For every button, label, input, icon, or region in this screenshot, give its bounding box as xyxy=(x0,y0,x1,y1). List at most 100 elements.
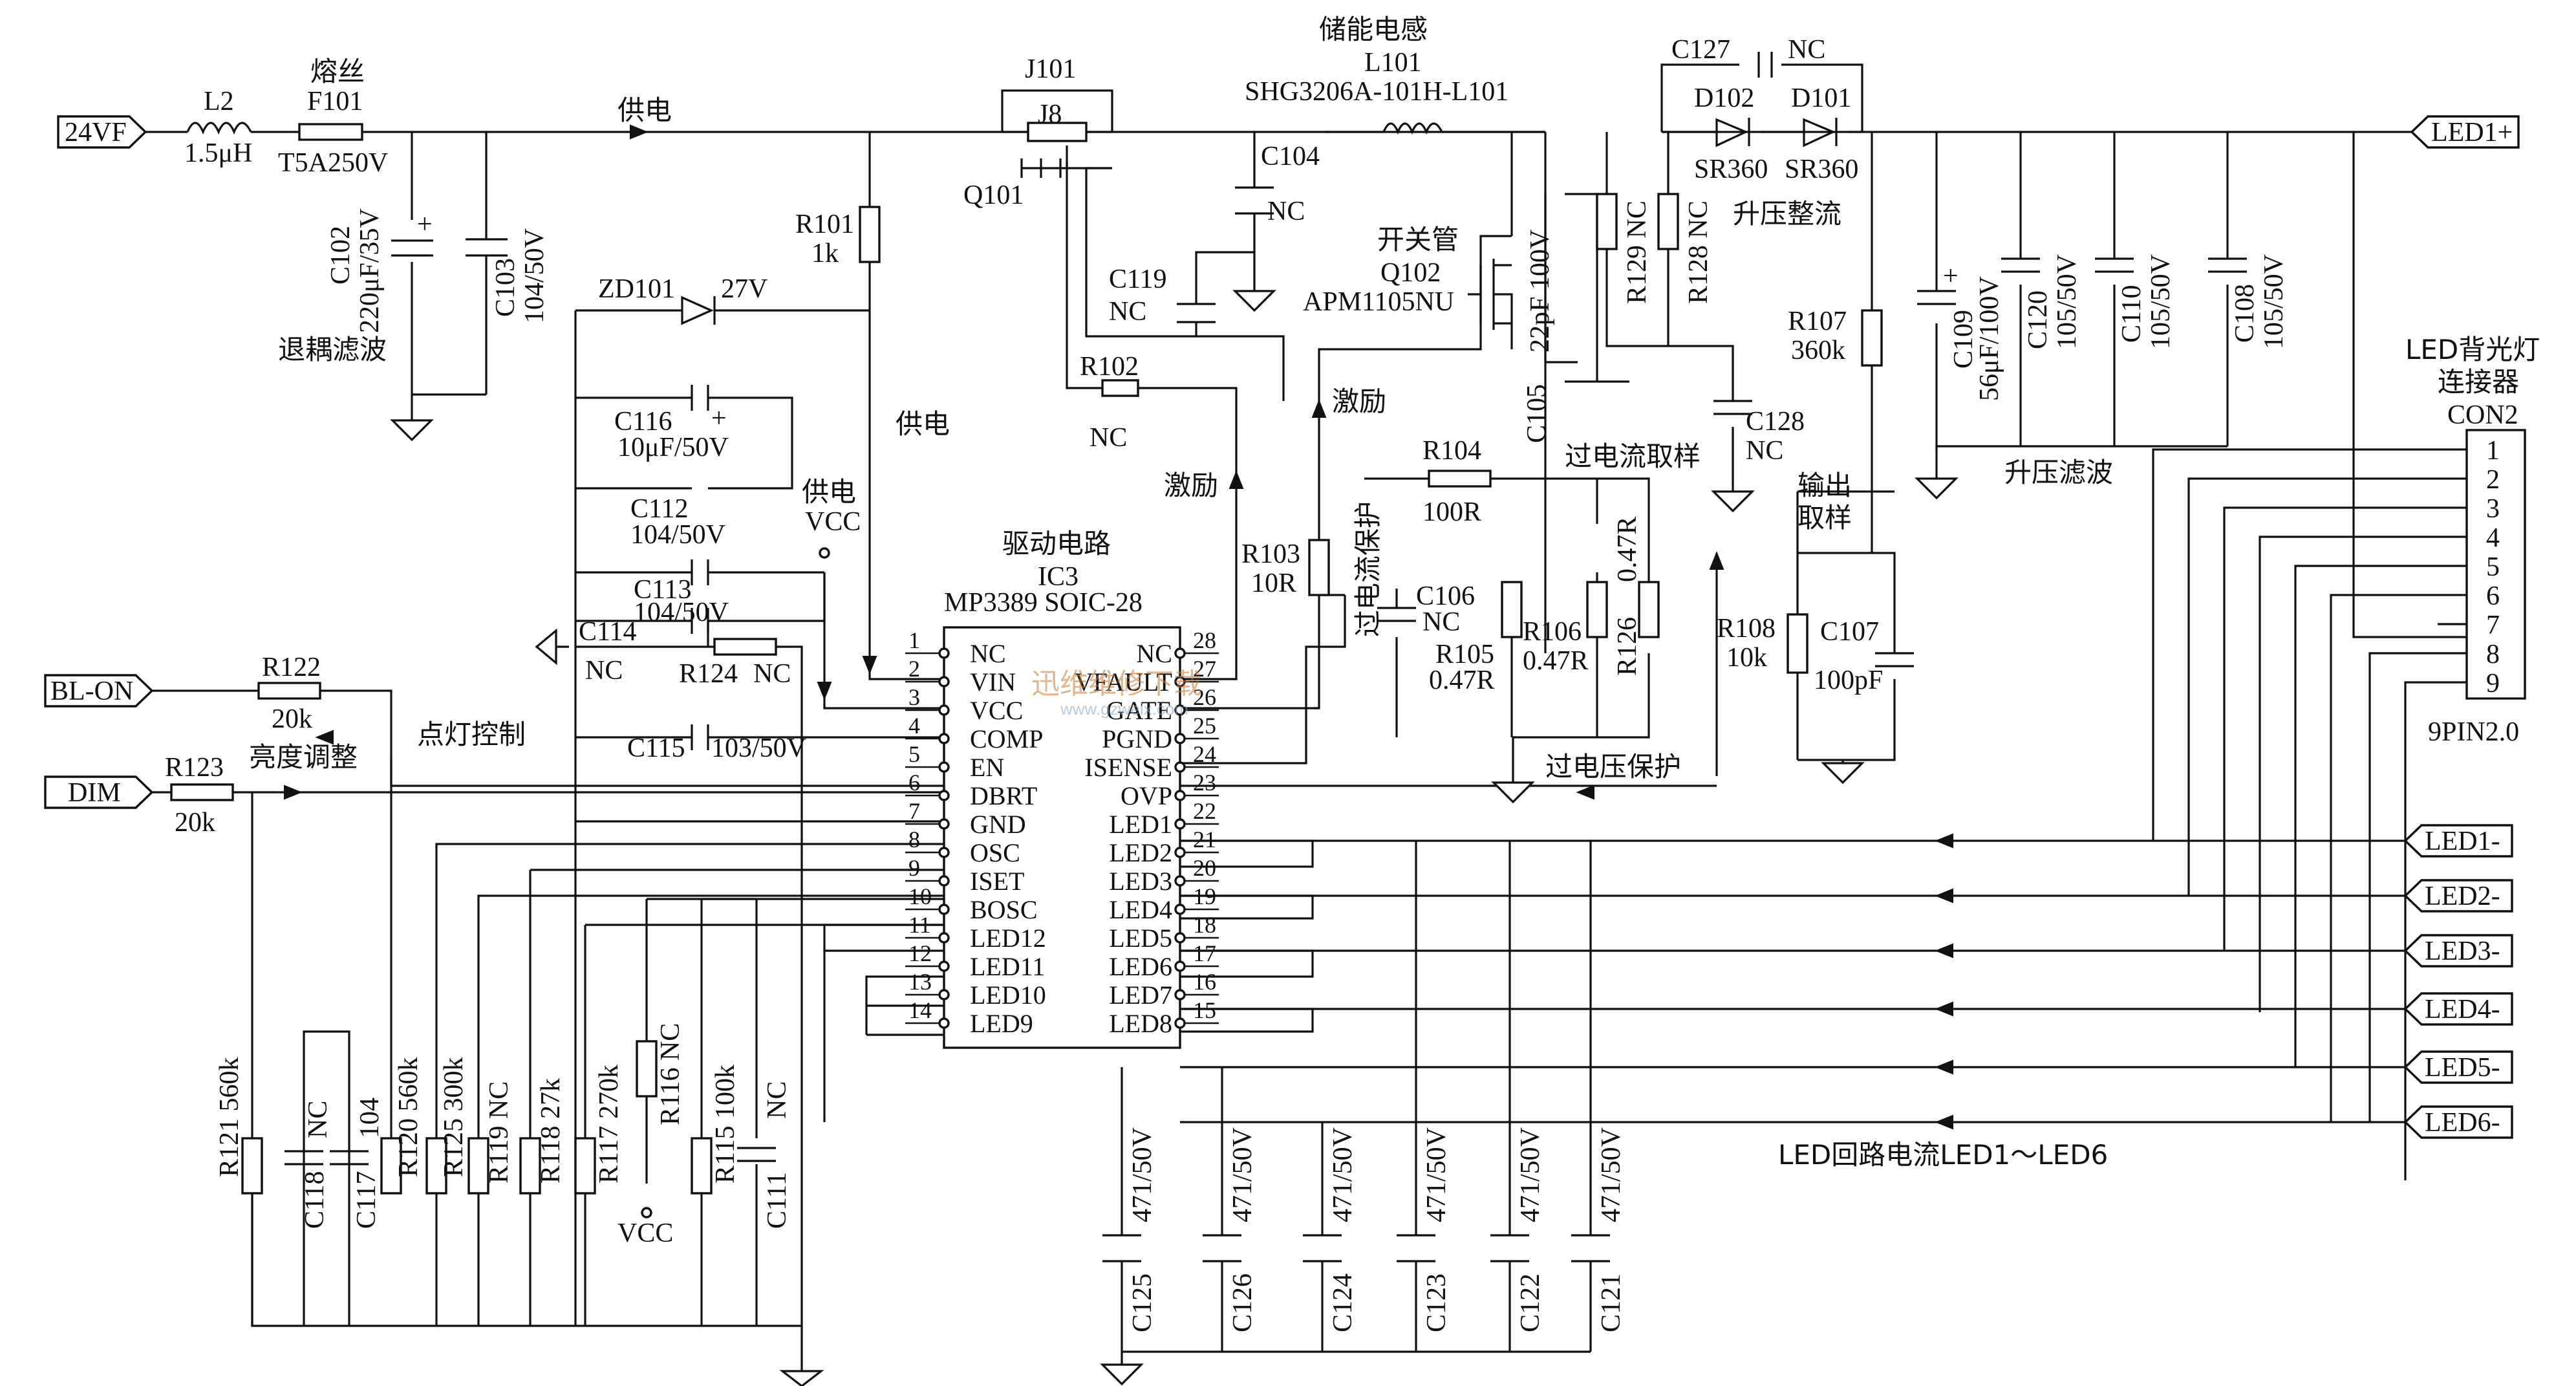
r104-value: 100R xyxy=(1422,497,1481,527)
f101-value: T5A250V xyxy=(278,148,388,178)
r128-label: R128 NC xyxy=(1684,200,1713,304)
r117-label: R117 270k xyxy=(594,1065,624,1184)
supply-note-mid: 供电 xyxy=(896,408,950,440)
ic-right-pin-dot-16 xyxy=(1174,989,1186,1001)
r102-ref: R102 xyxy=(1080,352,1139,382)
ic-right-pin-num: 22 xyxy=(1193,798,1216,824)
ic-left-pin-dot-6 xyxy=(938,790,950,801)
r122-value: 20k xyxy=(272,704,312,734)
ic-left-pin-num: 1 xyxy=(908,627,920,653)
ic-right-pin-name: LED4 xyxy=(1109,895,1172,924)
r123-ref: R123 xyxy=(165,753,224,783)
signal-arrows xyxy=(284,124,1953,1130)
ic-right-pin-name: LED1 xyxy=(1109,810,1172,839)
ic-right-pin-num: 25 xyxy=(1193,713,1216,739)
ic-right-pin-name: LED6 xyxy=(1109,952,1172,981)
ic-left-pin-dot-5 xyxy=(938,761,950,773)
r104-resistor xyxy=(1428,470,1492,488)
c127-ref: C127 xyxy=(1671,35,1730,65)
c128-ref: C128 xyxy=(1746,407,1805,437)
ic-right-pin-num: 19 xyxy=(1193,883,1216,909)
light-control-note: 点灯控制 xyxy=(417,719,526,750)
vcc-bottom-label: VCC xyxy=(617,1218,673,1248)
boost-rectify-note: 升压整流 xyxy=(1733,198,1841,230)
ic-ref: IC3 xyxy=(1038,562,1079,592)
ic-right-pin-dot-21 xyxy=(1174,847,1186,858)
r115-label: R115 100k xyxy=(711,1065,740,1184)
con2-connector xyxy=(2465,429,2526,700)
c120-value: 105/50V xyxy=(2052,254,2082,349)
r119-label: R119 NC xyxy=(484,1081,514,1184)
ic-left-pin-dot-12 xyxy=(938,960,950,972)
r105-resistor xyxy=(1501,581,1523,638)
c126-ref: C126 xyxy=(1228,1273,1258,1332)
con2-pin-label: 5 xyxy=(2486,552,2500,582)
port-dim-label: DIM xyxy=(68,778,121,808)
c125-value: 471/50V xyxy=(1128,1127,1157,1222)
con2-pin-label: 2 xyxy=(2486,465,2500,495)
c102-ref: C102 xyxy=(326,226,356,285)
port-bl-on-flag xyxy=(44,674,154,708)
r120-label: R120 560k xyxy=(394,1057,424,1177)
watermark-url: www.gzweix.com xyxy=(1060,699,1188,719)
c111-capacitor xyxy=(737,1147,776,1162)
c118-value: NC xyxy=(303,1101,333,1138)
c121-capacitor xyxy=(1571,1234,1610,1262)
ic-part: MP3389 SOIC-28 xyxy=(944,588,1143,618)
c113-ref: C113 xyxy=(634,575,691,605)
j101-ref: J101 xyxy=(1025,54,1076,84)
c110-ref: C110 xyxy=(2117,285,2147,343)
supply-note-top: 供电 xyxy=(617,94,672,126)
ic-right-pin-num: 15 xyxy=(1193,997,1216,1023)
r107-resistor xyxy=(1861,309,1883,367)
c108-ref: C108 xyxy=(2230,284,2260,343)
r121-label: R121 560k xyxy=(215,1057,244,1177)
ic-left-pin-name: COMP xyxy=(970,724,1043,753)
c122-capacitor xyxy=(1490,1234,1529,1262)
r122-ref: R122 xyxy=(262,653,321,682)
port-dim-flag xyxy=(44,775,154,809)
r108-value: 10k xyxy=(1726,643,1767,673)
c123-ref: C123 xyxy=(1422,1273,1452,1332)
overvoltage-protect-note: 过电压保护 xyxy=(1545,751,1681,783)
port-led3-minus-label: LED3- xyxy=(2425,937,2500,966)
port-24vf-label: 24VF xyxy=(65,118,127,147)
c109-value: 56μF/100V xyxy=(1975,276,2004,401)
c103-ref: C103 xyxy=(491,258,521,317)
c127-capacitor xyxy=(1757,52,1773,78)
con2-pin-label: 8 xyxy=(2486,640,2500,669)
r123-value: 20k xyxy=(175,808,215,838)
ic-left-pin-name: GND xyxy=(970,810,1026,839)
c106-value: NC xyxy=(1422,607,1460,637)
c121-ref: C121 xyxy=(1596,1273,1626,1332)
r104-ref: R104 xyxy=(1422,436,1481,466)
ic-right-pin-dot-22 xyxy=(1174,818,1186,830)
r103-ref: R103 xyxy=(1241,539,1300,569)
l101-ref: L101 xyxy=(1364,48,1422,78)
c116-ref: C116 xyxy=(614,407,672,437)
ic-left-pin-num: 10 xyxy=(908,883,932,909)
c116-capacitor xyxy=(691,385,709,411)
c109-ref: C109 xyxy=(1949,310,1979,369)
c113-value: 104/50V xyxy=(634,598,729,627)
ic-right-pin-name: OVP xyxy=(1121,781,1172,810)
ic-right-pin-num: 27 xyxy=(1193,656,1216,682)
ic-right-pin-num: 23 xyxy=(1193,770,1216,796)
l101-note: 储能电感 xyxy=(1319,14,1428,45)
r106-resistor xyxy=(1586,581,1608,638)
ic-right-pin-num: 20 xyxy=(1193,855,1216,881)
ic-left-pin-num: 8 xyxy=(908,827,920,852)
con2-note-2: 连接器 xyxy=(2438,366,2519,398)
con2-pin-label: 3 xyxy=(2486,494,2500,524)
c116-value: 10μF/50V xyxy=(617,433,729,462)
r117-resistor xyxy=(574,1137,596,1195)
r116-resistor xyxy=(636,1040,658,1098)
r124-resistor xyxy=(713,638,777,656)
ic-left-pin-num: 4 xyxy=(908,713,920,739)
r129-label: R129 NC xyxy=(1622,200,1652,304)
c124-ref: C124 xyxy=(1328,1273,1358,1332)
q101-mosfet xyxy=(1020,146,1112,178)
c108-value: 105/50V xyxy=(2259,254,2289,349)
c120-ref: C120 xyxy=(2023,290,2053,349)
c103-value: 104/50V xyxy=(520,228,550,323)
